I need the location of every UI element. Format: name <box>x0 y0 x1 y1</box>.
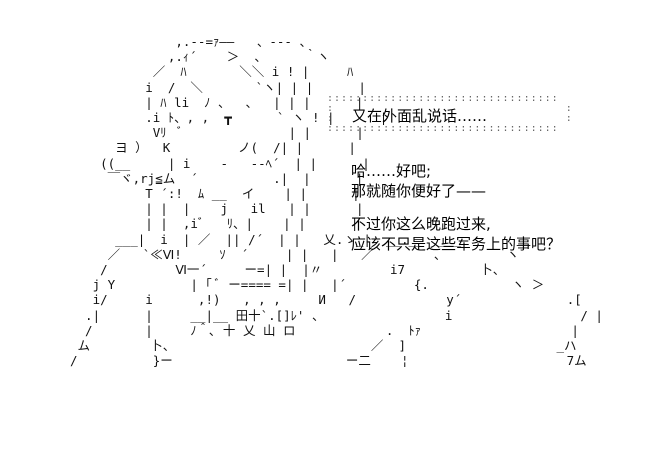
speech-text-2: 不过你这么晚跑过来, 应该不只是这些军务上的事吧？ <box>351 215 562 253</box>
speech-text-1: 哈……好吧; 那就随你便好了—— <box>351 162 487 200</box>
dotted-thought-box: ::::::::::::::::::::::::::::::::: : : : … <box>327 93 573 134</box>
thought-text: 又在外面乱说话…… <box>352 107 488 125</box>
ascii-art-figure: ,.-‐=ｧ―― 、--- 、 ,.ｨ´ ＞ 、 ｀ヽ ／ ﾊ ＼＼ i ! |… <box>70 34 603 369</box>
